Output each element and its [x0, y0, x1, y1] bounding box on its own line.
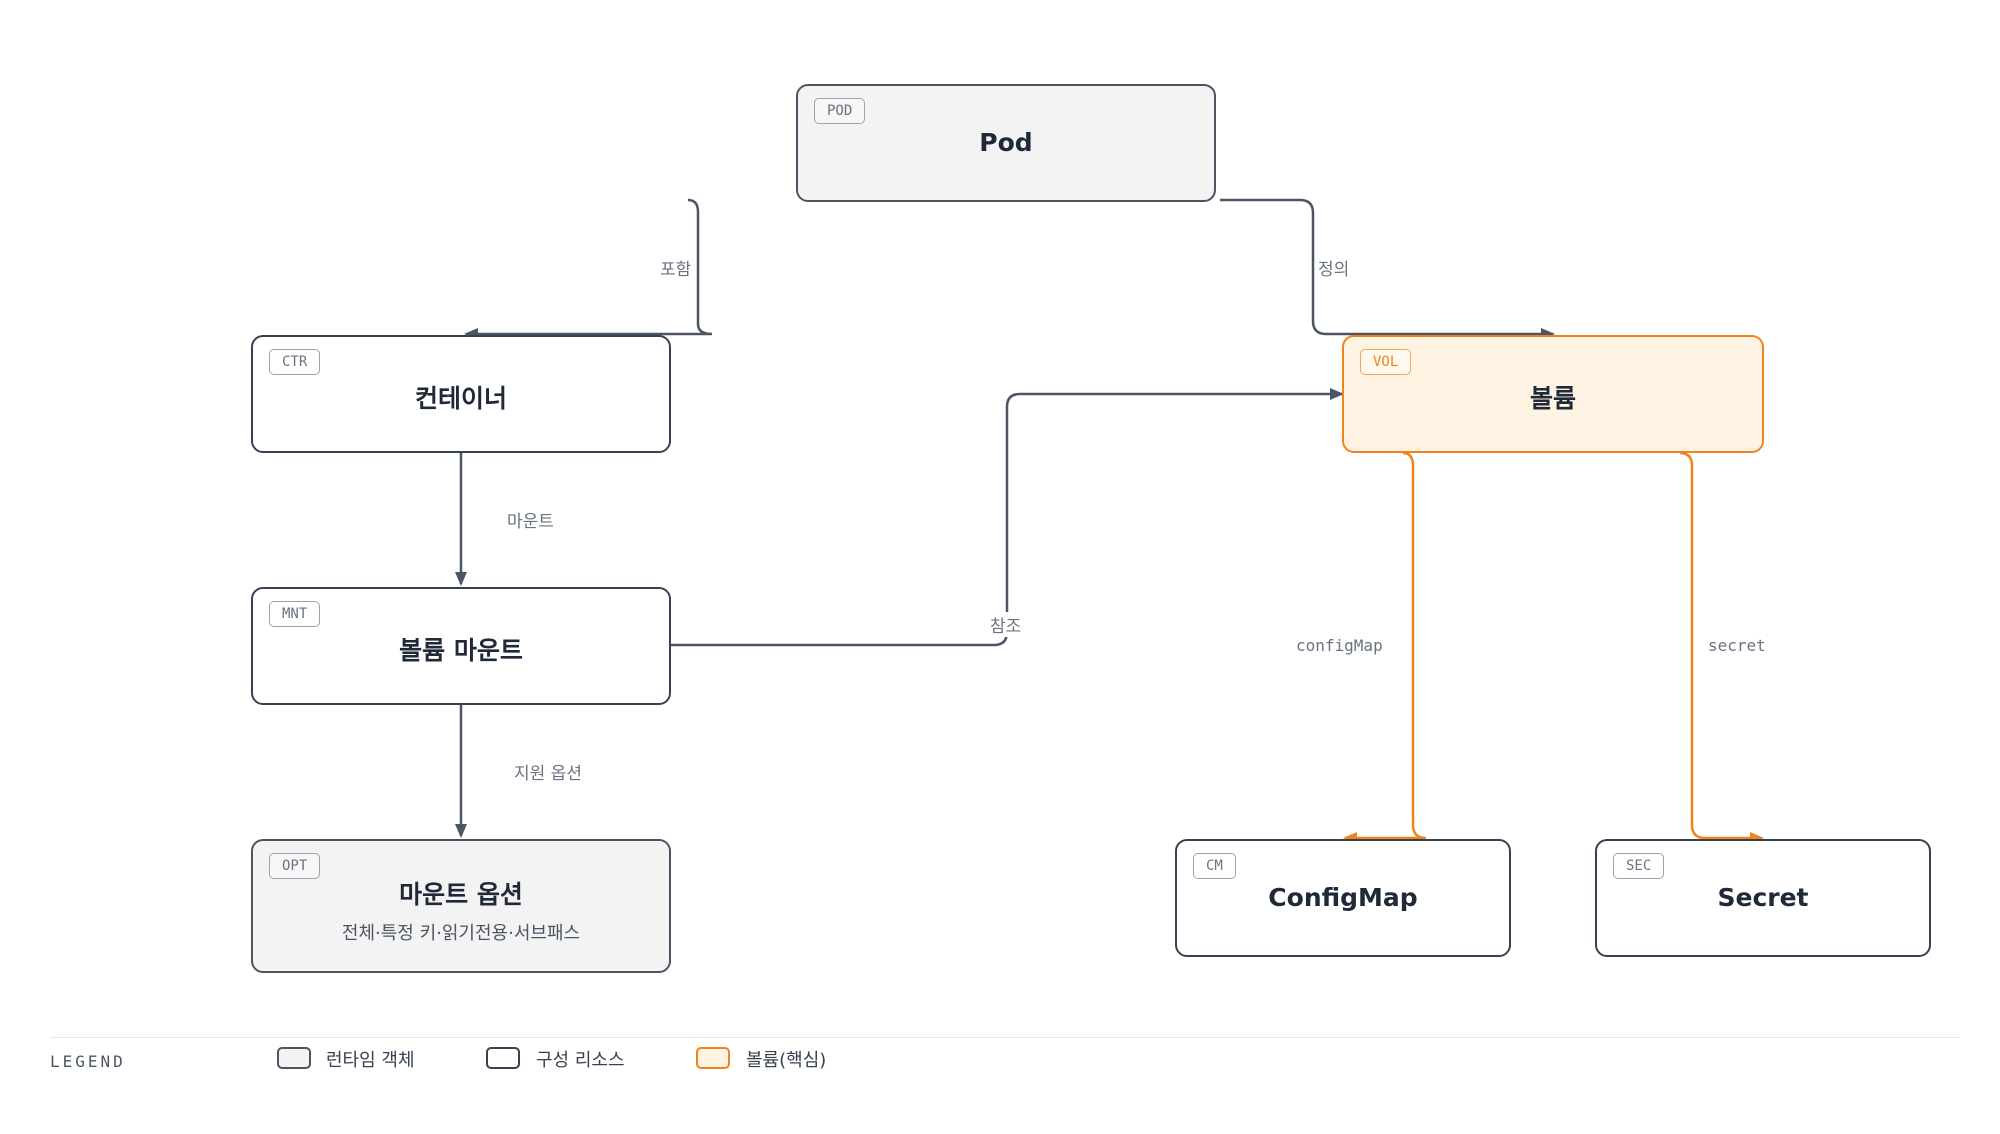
node-tag: CM — [1193, 853, 1236, 879]
legend-swatch-runtime — [277, 1047, 311, 1069]
edge-label-mount-volume: 참조 — [988, 612, 1024, 637]
legend-label-config: 구성 리소스 — [536, 1050, 625, 1071]
edge-label-volume-configmap: configMap — [1294, 636, 1385, 655]
edge-pod-volume — [1220, 198, 1555, 340]
node-volume: VOL 볼륨 — [1342, 335, 1764, 453]
legend-title: LEGEND — [50, 1052, 126, 1071]
legend-label-runtime: 런타임 객체 — [326, 1050, 415, 1071]
edge-volume-secret — [1679, 451, 1764, 844]
node-subtitle: 전체·특정 키·읽기전용·서브패스 — [341, 923, 581, 944]
node-tag: CTR — [269, 349, 321, 375]
edge-label-volume-secret: secret — [1706, 636, 1768, 655]
node-tag: VOL — [1360, 349, 1412, 375]
legend-swatch-config — [486, 1047, 520, 1069]
node-configmap: CM ConfigMap — [1175, 839, 1511, 957]
legend-swatch-core — [696, 1047, 730, 1069]
node-title: Pod — [979, 128, 1033, 157]
node-pod: POD Pod — [796, 84, 1216, 202]
node-secret: SEC Secret — [1595, 839, 1931, 957]
node-title: 볼륨 마운트 — [399, 636, 523, 665]
node-tag: MNT — [269, 601, 321, 627]
node-title: 마운트 옵션 — [399, 880, 523, 909]
edge-label-pod-volume: 정의 — [1316, 255, 1352, 280]
node-tag: POD — [814, 98, 866, 124]
edge-label-container-mount: 마운트 — [505, 507, 556, 532]
edge-label-mount-options: 지원 옵션 — [512, 759, 584, 784]
node-tag: OPT — [269, 853, 321, 879]
node-mount-options: OPT 마운트 옵션 전체·특정 키·읽기전용·서브패스 — [251, 839, 671, 973]
node-title: ConfigMap — [1268, 883, 1418, 912]
node-title: Secret — [1717, 883, 1809, 912]
legend-divider — [50, 1037, 1960, 1038]
edge-mount-volume — [671, 388, 1344, 647]
edge-volume-configmap — [1343, 451, 1427, 844]
node-title: 볼륨 — [1529, 384, 1576, 413]
node-container: CTR 컨테이너 — [251, 335, 671, 453]
node-volume-mount: MNT 볼륨 마운트 — [251, 587, 671, 705]
edge-pod-container — [464, 198, 713, 340]
node-title: 컨테이너 — [414, 384, 507, 413]
edge-label-pod-container: 포함 — [658, 255, 694, 280]
legend-label-core: 볼륨(핵심) — [746, 1050, 827, 1071]
node-tag: SEC — [1613, 853, 1665, 879]
